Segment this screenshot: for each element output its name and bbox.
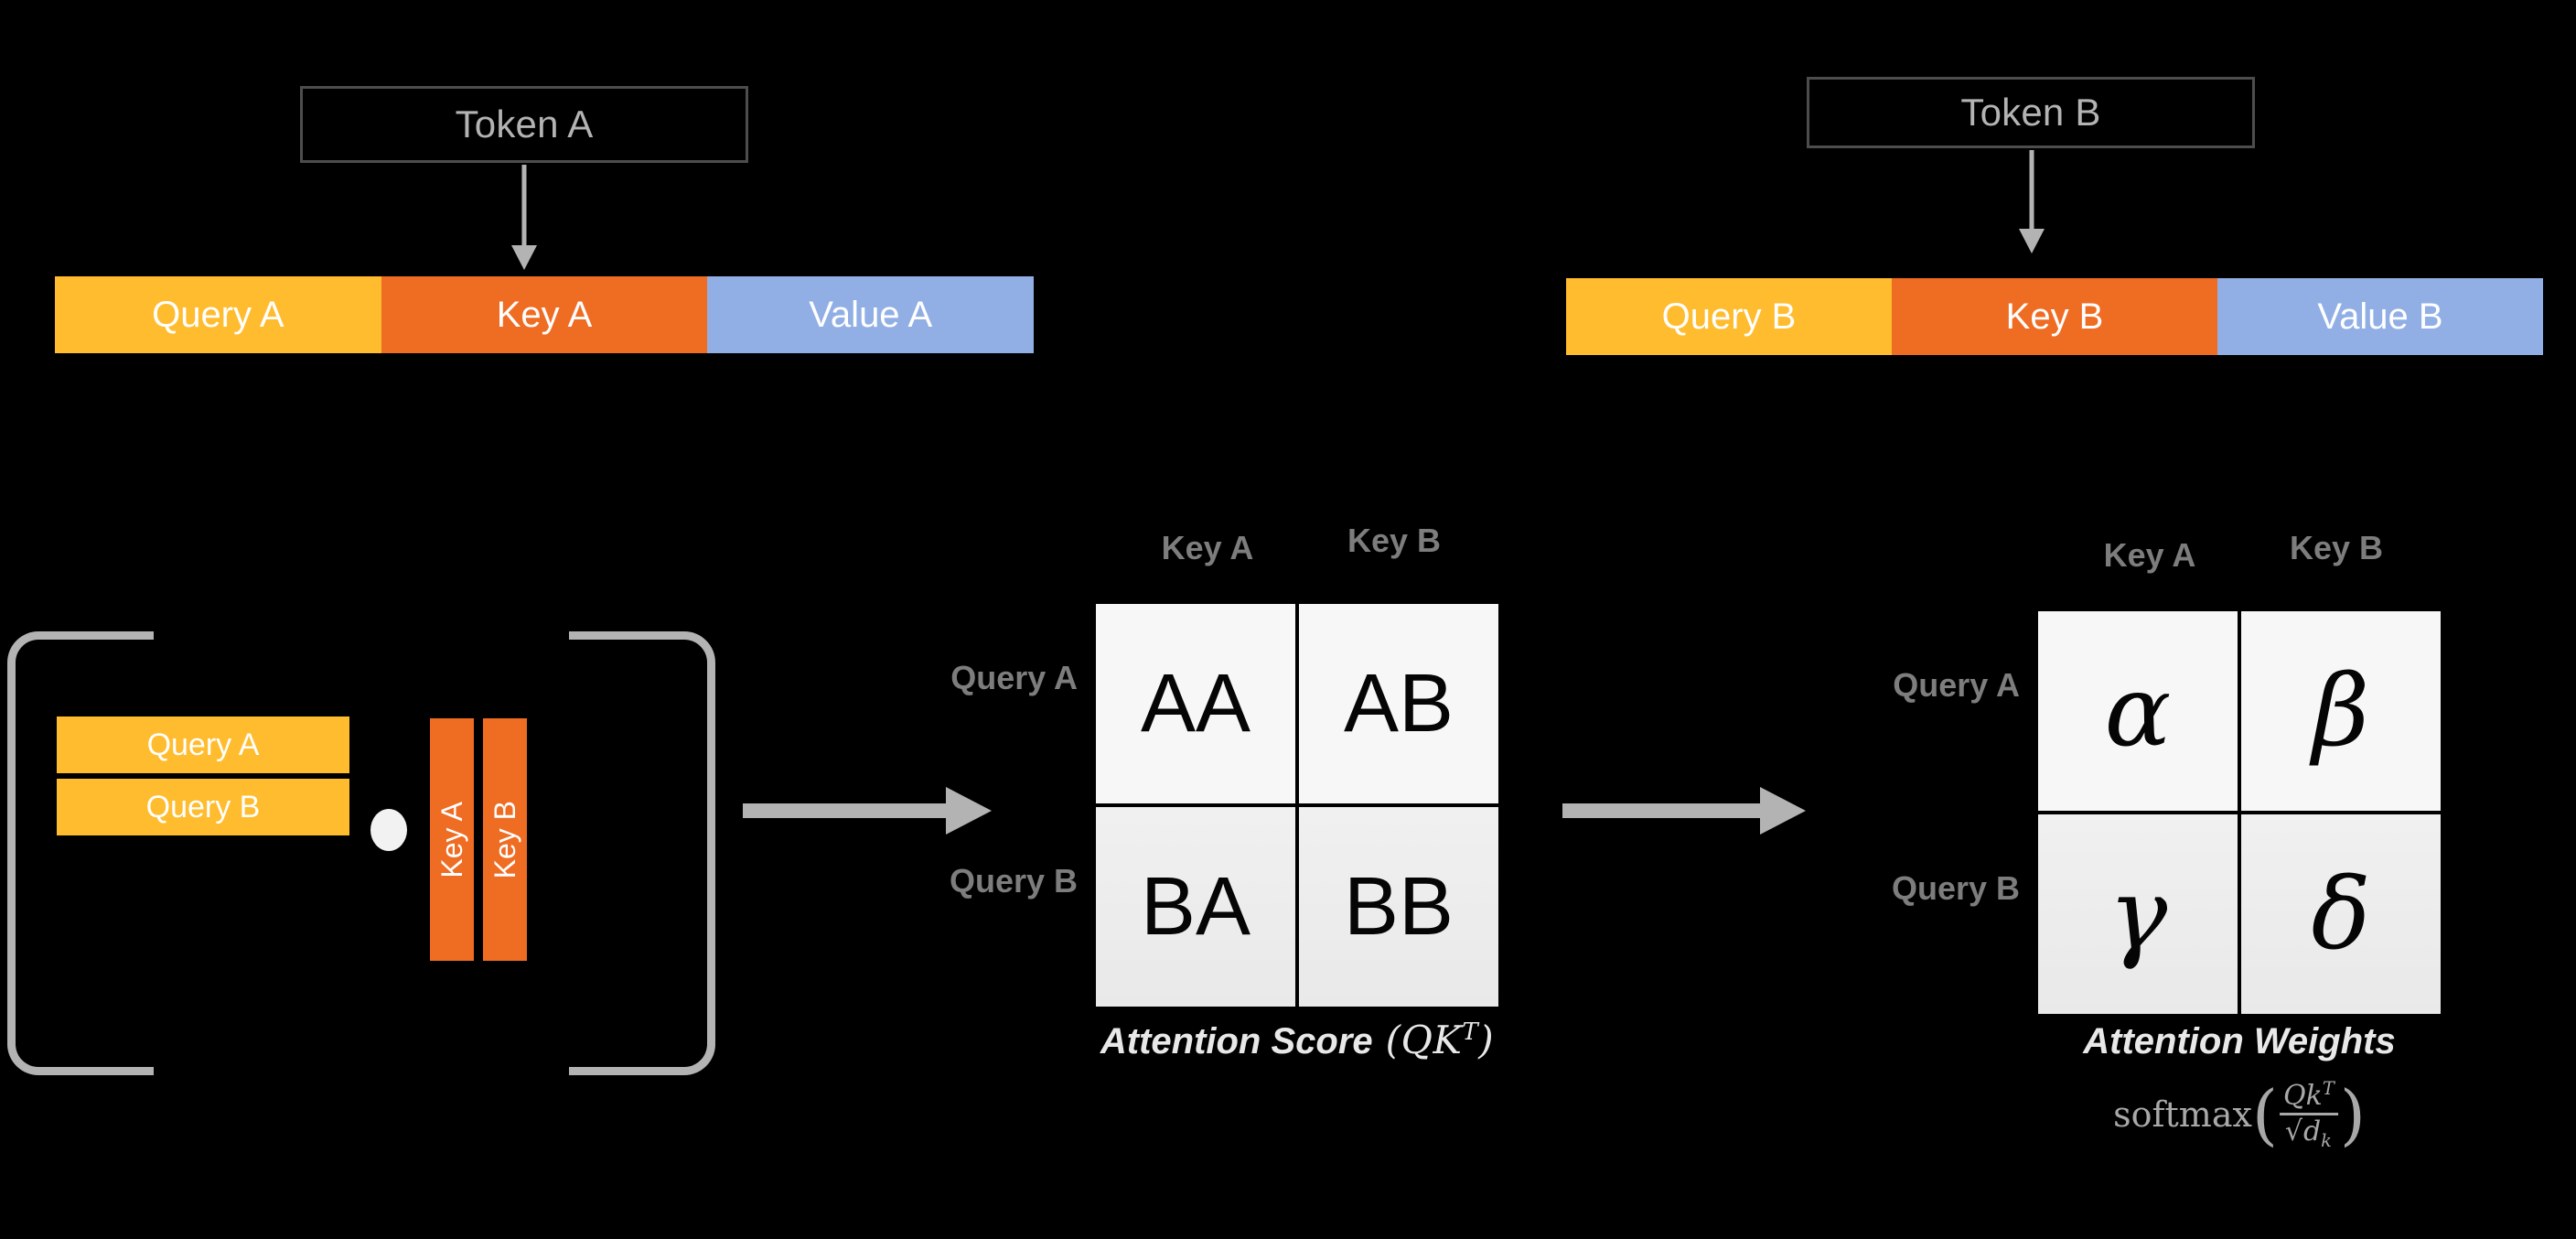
weights-cell-gamma[interactable]: γ (2038, 814, 2238, 1014)
score-math-open: ( (1385, 1018, 1401, 1062)
softmax-num-sup: T (2322, 1078, 2334, 1099)
key-b-segment[interactable]: Key B (1892, 278, 2217, 355)
softmax-den-d: d (2302, 1115, 2322, 1147)
query-b-segment[interactable]: Query B (1566, 278, 1892, 355)
token-a-label: Token A (455, 102, 594, 145)
key-column-b-label: Key B (488, 800, 521, 879)
weights-cell-beta[interactable]: β (2241, 611, 2441, 811)
softmax-fraction-bar (2280, 1112, 2338, 1115)
score-col-headers: Key A Key B (1096, 522, 1498, 567)
score-row-headers: Query A Query B (863, 604, 1078, 1007)
token-b-box[interactable]: Token B (1807, 77, 2255, 148)
key-column-a-label: Key A (435, 801, 468, 878)
score-math-sup: T (1462, 1018, 1479, 1046)
matmul-group: Query A Query B (0, 631, 723, 1089)
score-row-header-query-a: Query A (950, 659, 1078, 696)
value-a-segment[interactable]: Value A (707, 276, 1035, 353)
softmax-close-paren: ) (2339, 1075, 2366, 1153)
score-col-header-key-b: Key B (1347, 522, 1442, 559)
attention-weights-caption-text: Attention Weights (2083, 1021, 2396, 1061)
softmax-numerator: QkT (2280, 1078, 2338, 1112)
score-math-close: ) (1478, 1018, 1495, 1062)
matmul-to-score-arrow-icon (743, 787, 992, 835)
weights-col-headers: Key A Key B (2038, 529, 2441, 575)
attention-score-caption: Attention Score (QKT) (1100, 1018, 1494, 1062)
score-math-q: Q (1401, 1018, 1433, 1062)
token-b-qkv-bar: Query B Key B Value B (1566, 278, 2543, 355)
weights-cell-delta[interactable]: δ (2241, 814, 2441, 1014)
softmax-denominator: √dk (2281, 1113, 2336, 1151)
softmax-fraction: QkT √dk (2278, 1078, 2340, 1151)
query-b-label: Query B (1661, 296, 1797, 337)
weights-cell-alpha[interactable]: α (2038, 611, 2238, 811)
key-matrix-columns: Key A Key B (430, 718, 527, 961)
attention-score-caption-math: (QKT) (1386, 1018, 1494, 1062)
weights-col-header-key-a: Key A (2103, 536, 2196, 574)
weights-row-header-query-b: Query B (1891, 869, 2020, 907)
query-matrix-rows: Query A Query B (57, 716, 349, 835)
query-row-a[interactable]: Query A (57, 716, 349, 773)
token-a-box[interactable]: Token A (300, 86, 748, 163)
dot-product-icon (370, 809, 407, 851)
key-a-label: Key A (496, 294, 593, 335)
value-a-label: Value A (809, 294, 933, 335)
token-a-qkv-bar: Query A Key A Value A (55, 276, 1035, 353)
attention-weights-caption: Attention Weights (2083, 1021, 2395, 1062)
softmax-open-paren: ( (2251, 1075, 2279, 1153)
softmax-num-q: Q (2283, 1080, 2306, 1112)
left-bracket-close (569, 631, 715, 1075)
attention-score-matrix-group: Key A Key B Query A Query B AA AB BA BB … (950, 522, 1498, 1062)
key-column-a[interactable]: Key A (430, 718, 474, 961)
softmax-radical-icon: √ (2284, 1115, 2302, 1147)
token-a-down-arrow-icon (511, 165, 537, 270)
score-cell-bb[interactable]: BB (1299, 807, 1498, 1007)
weights-row-header-query-a: Query A (1893, 666, 2020, 704)
value-b-segment[interactable]: Value B (2217, 278, 2543, 355)
key-b-label: Key B (2005, 296, 2104, 337)
key-column-b[interactable]: Key B (483, 718, 527, 961)
score-matrix: AA AB BA BB (1096, 604, 1498, 1007)
softmax-formula: softmax ( QkT √dk ) (2113, 1075, 2366, 1153)
query-a-label: Query A (152, 294, 284, 335)
score-cell-ba[interactable]: BA (1096, 807, 1295, 1007)
softmax-den-sub: k (2321, 1129, 2332, 1151)
attention-weights-matrix-group: Key A Key B Query A Query B α β γ δ Atte… (1892, 529, 2441, 1149)
score-cell-ab[interactable]: AB (1299, 604, 1498, 803)
token-b-down-arrow-icon (2019, 150, 2045, 253)
score-row-header-query-b: Query B (949, 862, 1078, 900)
query-row-b-label: Query B (145, 789, 261, 824)
query-a-segment[interactable]: Query A (55, 276, 381, 353)
attention-score-caption-text: Attention Score (1100, 1021, 1373, 1061)
token-b-label: Token B (1960, 91, 2101, 134)
score-to-weights-arrow-icon (1562, 787, 1806, 835)
query-row-a-label: Query A (146, 727, 260, 762)
value-b-label: Value B (2317, 296, 2443, 337)
softmax-num-k: k (2305, 1080, 2323, 1112)
score-math-k: K (1433, 1018, 1463, 1062)
score-col-header-key-a: Key A (1161, 529, 1254, 566)
score-cell-aa[interactable]: AA (1096, 604, 1295, 803)
key-a-segment[interactable]: Key A (381, 276, 708, 353)
weights-row-headers: Query A Query B (1805, 611, 2020, 1014)
weights-matrix: α β γ δ (2038, 611, 2441, 1014)
weights-col-header-key-b: Key B (2289, 529, 2384, 566)
left-bracket-open (7, 631, 154, 1075)
softmax-fn-label: softmax (2113, 1094, 2252, 1136)
query-row-b[interactable]: Query B (57, 779, 349, 835)
